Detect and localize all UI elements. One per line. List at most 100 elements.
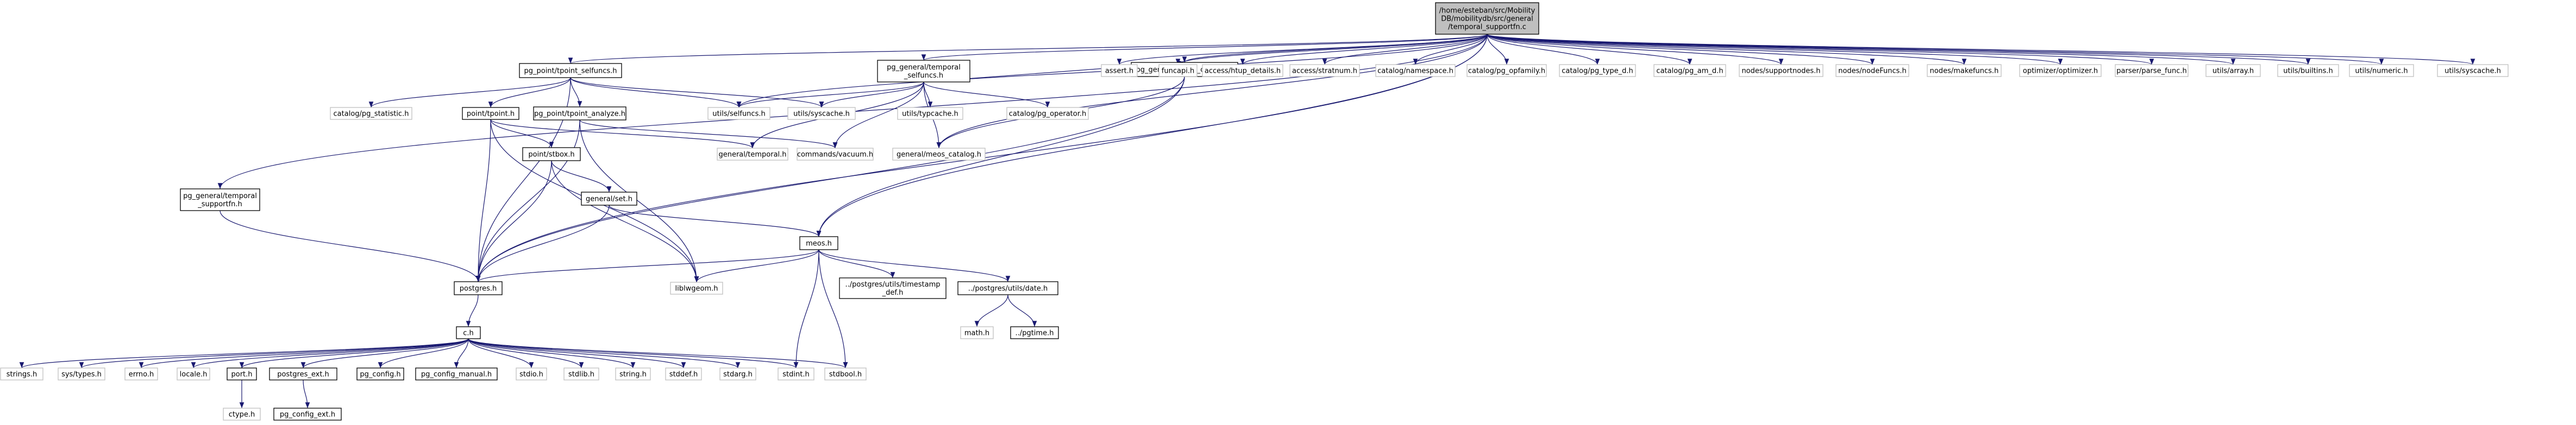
edge-meos_catalog_pg-to-postgres [475,76,1185,282]
node-timestamp-def[interactable]: ../postgres/utils/timestamp_def.h [839,277,947,299]
node-box [839,277,947,299]
edge-meos-to-timestamp_def [818,249,895,278]
edge-postgres_ext-to-pg_config_ext [303,379,310,409]
node-label: stdint.h [782,371,809,379]
node-stdbool: stdbool.h [824,367,867,380]
node-postgres-ext[interactable]: postgres_ext.h [269,367,337,380]
edge-root-to-funcapi [1175,34,1488,65]
edge-tpoint_selfuncs-to-selfuncs [570,77,742,108]
node-label: stdlib.h [568,371,594,379]
node-label: pg_point/tpoint_analyze.h [534,110,625,118]
edge-temporal_supportfn_h-to-postgres [220,210,481,282]
node-label: catalog/pg_statistic.h [334,110,409,118]
edge-root-to-pgtype [1487,34,1600,65]
edge-root-to-makefuncs [1487,34,1966,65]
node-label: utils/numeric.h [2355,67,2408,75]
node-pg-config-ext[interactable]: pg_config_ext.h [273,408,342,421]
node-label: utils/syscache.h [2445,67,2501,75]
node-pgam: catalog/pg_am_d.h [1653,64,1726,77]
node-meos-catalog: general/meos_catalog.h [892,148,986,161]
edge-root-to-opfamily [1487,34,1509,65]
node-c[interactable]: c.h [456,326,481,339]
edge-root-to-stratnum [1322,34,1488,65]
edge-tpoint-to-general_temporal [490,119,755,149]
edge-c-to-stdbool [468,338,848,369]
node-box [1435,2,1539,35]
node-label: utils/selfuncs.h [712,110,765,118]
edge-tpoint_selfuncs-to-syscache [570,77,824,108]
node-label: postgres.h [460,285,497,293]
node-meos[interactable]: meos.h [799,236,838,250]
node-temporal-selfuncs[interactable]: pg_general/temporal_selfuncs.h [877,60,970,83]
node-port[interactable]: port.h [227,367,257,380]
node-box [462,107,519,120]
node-postgres[interactable]: postgres.h [454,281,503,295]
node-tpoint-analyze[interactable]: pg_point/tpoint_analyze.h [533,106,626,120]
edge-set-to-meos [609,205,822,237]
node-label: sys/types.h [61,371,102,379]
node-pgtype: catalog/pg_type_d.h [1559,64,1636,77]
edge-c-to-errno [139,338,469,369]
edge-tpoint_analyze-to-liblwgeom [579,119,699,283]
node-pg-config-manual[interactable]: pg_config_manual.h [415,367,498,380]
node-box [456,326,481,339]
node-syscache: utils/syscache.h [787,107,856,120]
edge-root-to-supportnodes [1487,34,1784,65]
node-box [2277,64,2339,77]
node-label: stdio.h [519,371,543,379]
edge-meos-to-liblwgeom [694,249,819,283]
edge-temporal_selfuncs-to-syscache [819,81,924,108]
node-box [58,367,105,380]
node-label: ../pgtime.h [1016,329,1054,338]
node-box [180,188,260,211]
node-pgtime[interactable]: ../pgtime.h [1010,326,1059,339]
edge-root-to-optimizer [1487,34,2063,65]
node-box [778,367,814,380]
node-stdint: stdint.h [778,367,814,380]
node-label: nodes/nodeFuncs.h [1838,67,1907,75]
node-label: pg_point/tpoint_selfuncs.h [524,67,617,75]
node-label: nodes/supportnodes.h [1741,67,1820,75]
node-label: catalog/pg_type_d.h [1562,67,1633,75]
edge-temporal_selfuncs-to-vacuum [832,81,924,149]
node-errno: errno.h [124,367,158,380]
node-string: string.h [615,367,651,380]
edge-temporal_selfuncs-to-pgoperator [923,81,1050,108]
node-label: _supportfn.h [197,200,242,208]
node-box [897,107,963,120]
node-optimizer: optimizer/optimizer.h [2019,64,2102,77]
node-strings: strings.h [0,367,43,380]
edge-stbox-to-set [551,160,612,193]
node-box [1101,64,1138,77]
node-label: ctype.h [229,411,255,419]
node-box [797,148,874,161]
node-label: general/temporal.h [718,151,786,159]
node-temporal-supportfn-h[interactable]: pg_general/temporal_supportfn.h [180,188,260,211]
node-utils-date[interactable]: ../postgres/utils/date.h [957,281,1058,295]
node-stbox[interactable]: point/stbox.h [522,147,581,161]
node-label: funcapi.h [1162,67,1194,75]
node-label: errno.h [129,371,154,379]
node-tpoint[interactable]: point/tpoint.h [462,107,519,120]
edge-root-to-meos_catalog [936,34,1488,149]
node-set[interactable]: general/set.h [581,192,637,206]
node-box [581,192,637,206]
edge-c-to-pg_config [378,338,469,369]
node-box [2205,64,2261,77]
node-box [177,367,210,380]
node-label: pg_general/temporal [887,64,961,72]
edge-root-to-builtins [1487,34,2310,65]
node-assert: assert.h [1101,64,1138,77]
edge-tpoint_analyze-to-vacuum [579,119,838,149]
file-nodes: /home/esteban/src/MobilityDB/mobilitydb/… [0,2,2509,421]
node-root[interactable]: /home/esteban/src/MobilityDB/mobilitydb/… [1435,2,1539,35]
node-tpoint-selfuncs[interactable]: pg_point/tpoint_selfuncs.h [519,63,622,78]
node-stratnum: access/stratnum.h [1289,64,1360,77]
node-pg-config[interactable]: pg_config.h [356,367,404,380]
node-box [787,107,856,120]
node-stddef: stddef.h [665,367,702,380]
node-pgstatistic: catalog/pg_statistic.h [330,107,412,120]
node-numeric: utils/numeric.h [2349,64,2414,77]
node-nodefuncs: nodes/nodeFuncs.h [1835,64,1909,77]
edge-root-to-fmgr [1240,34,1488,65]
